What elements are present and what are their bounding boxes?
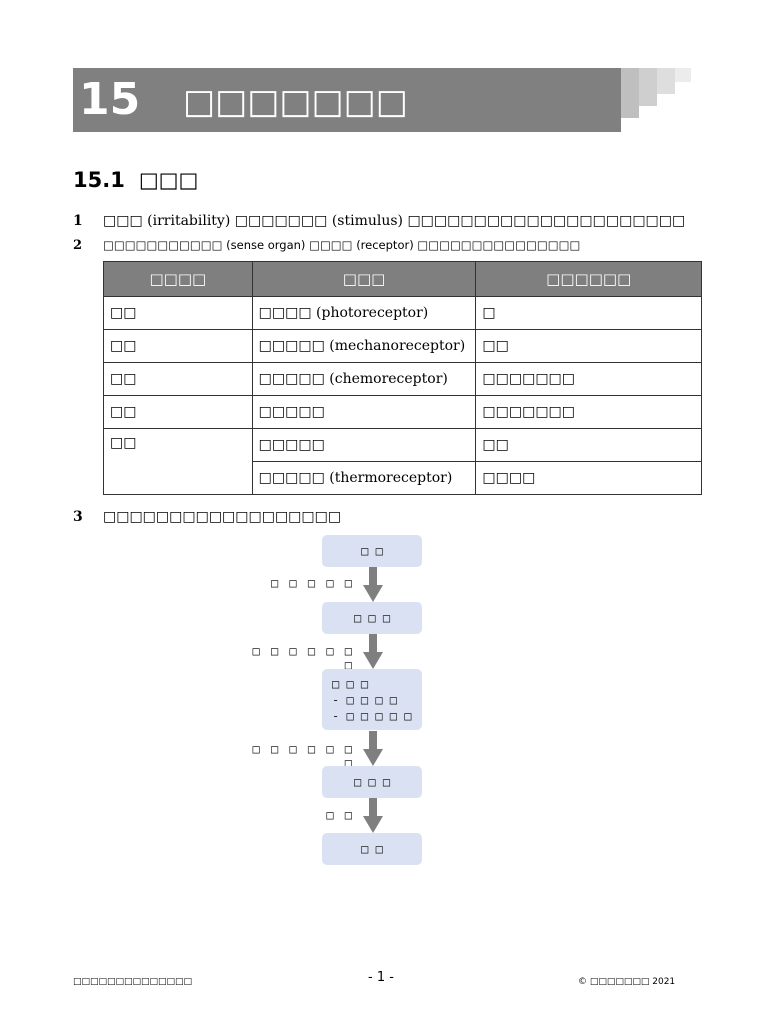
receptor-cell: □□□□ (photoreceptor): [251, 296, 477, 330]
term-en: (stimulus): [331, 213, 403, 229]
flow-arrow-label: □ □ □ □ □: [270, 576, 354, 590]
table-header: □□□□□□: [475, 261, 702, 297]
paragraph-number: 2: [73, 238, 83, 253]
page-number: - 1 -: [368, 970, 394, 985]
flow-arrow-down-icon: [363, 567, 383, 602]
receptor-cell: □□□□□: [251, 395, 477, 429]
table-header-row: □□□□ □□□ □□□□□□: [103, 261, 702, 297]
table-header: □□□□: [103, 261, 253, 297]
table-row: □□ □□□□□ □□□□□□□: [103, 395, 702, 429]
footer-copyright: © □□□□□□□ 2021: [578, 977, 676, 987]
table-row: □□□□□ (thermoreceptor) □□□□: [104, 461, 702, 495]
paragraph-number: 3: [73, 509, 83, 525]
banner-steps-decoration: [621, 68, 691, 118]
flow-arrow-label: □ □ □ □ □ □ □: [252, 644, 354, 672]
organ-cell: □□: [103, 329, 253, 363]
flow-box-cns: □ □ □ - □ □ □ □ - □ □ □ □ □: [322, 669, 422, 730]
term-en: (irritability): [147, 213, 231, 229]
organ-cell: □□: [103, 362, 253, 396]
table-header: □□□: [251, 261, 477, 297]
paragraph-text: □□□□□□□□□□□□□□□□□□□□□: [403, 213, 686, 229]
flow-box-item: - □ □ □ □: [332, 692, 398, 707]
table-row: □□ □□□□□ (chemoreceptor) □□□□□□□: [103, 362, 702, 396]
receptor-cell: □□□□□: [251, 428, 477, 462]
flow-box-receptor: □ □ □: [322, 602, 422, 634]
table-row: □□ □□□□□ □□: [103, 428, 702, 495]
table-row: □□ □□□□ (photoreceptor) □: [103, 296, 702, 330]
paragraph-3: 3 □□□□□□□□□□□□□□□□□□: [73, 509, 341, 525]
stimulus-cell: □□: [475, 329, 702, 363]
organ-cell: □□: [103, 395, 253, 429]
table-row: □□ □□□□□ (mechanoreceptor) □□: [103, 329, 702, 363]
paragraph-text: □□□: [103, 213, 148, 229]
stimulus-cell: □□□□□□□: [475, 395, 702, 429]
sense-organ-table: □□□□ □□□ □□□□□□ □□ □□□□ (photoreceptor) …: [103, 261, 702, 495]
footer-publication: □□□□□□□□□□□□□□: [73, 977, 193, 987]
paragraph-2: 2 □□□□□□□□□□□ (sense organ) □□□□ (recepto…: [73, 238, 580, 253]
paragraph-text: □□□□□□□: [230, 213, 332, 229]
receptor-cell: □□□□□ (mechanoreceptor): [251, 329, 477, 363]
chapter-number: 15: [79, 74, 141, 125]
organ-cell: □□: [103, 296, 253, 330]
flow-arrow-down-icon: [363, 731, 383, 766]
stimulus-cell: □□□□: [475, 461, 702, 495]
chapter-banner: 15 □□□□□□□: [73, 68, 621, 132]
flow-arrow-down-icon: [363, 798, 383, 833]
flow-box-effector: □ □ □: [322, 766, 422, 798]
stimulus-cell: □□□□□□□: [475, 362, 702, 396]
stimulus-cell: □: [475, 296, 702, 330]
flow-arrow-down-icon: [363, 634, 383, 669]
flow-arrow-label: □ □ □ □ □ □ □: [252, 742, 354, 770]
paragraph-text: □□□□□□□□□□□ (sense organ) □□□□ (receptor…: [103, 238, 581, 252]
flow-arrow-label: □ □: [326, 808, 354, 822]
flow-box-stimulus: □ □: [322, 535, 422, 567]
section-heading: 15.1 □□□: [73, 168, 198, 192]
organ-cell: □□: [103, 428, 253, 495]
receptor-cell: □□□□□ (thermoreceptor): [251, 461, 477, 495]
paragraph-text: □□□□□□□□□□□□□□□□□□: [103, 509, 342, 525]
flow-box-response: □ □: [322, 833, 422, 865]
chapter-title: □□□□□□□: [183, 82, 408, 122]
paragraph-1: 1 □□□ (irritability) □□□□□□□ (stimulus) □…: [73, 213, 685, 229]
flow-box-title: □ □ □: [332, 676, 369, 691]
section-number: 15.1: [73, 168, 125, 192]
flow-box-item: - □ □ □ □ □: [332, 708, 412, 723]
stimulus-cell: □□: [475, 428, 702, 462]
receptor-cell: □□□□□ (chemoreceptor): [251, 362, 477, 396]
paragraph-number: 1: [73, 213, 83, 229]
section-title: □□□: [138, 168, 199, 192]
